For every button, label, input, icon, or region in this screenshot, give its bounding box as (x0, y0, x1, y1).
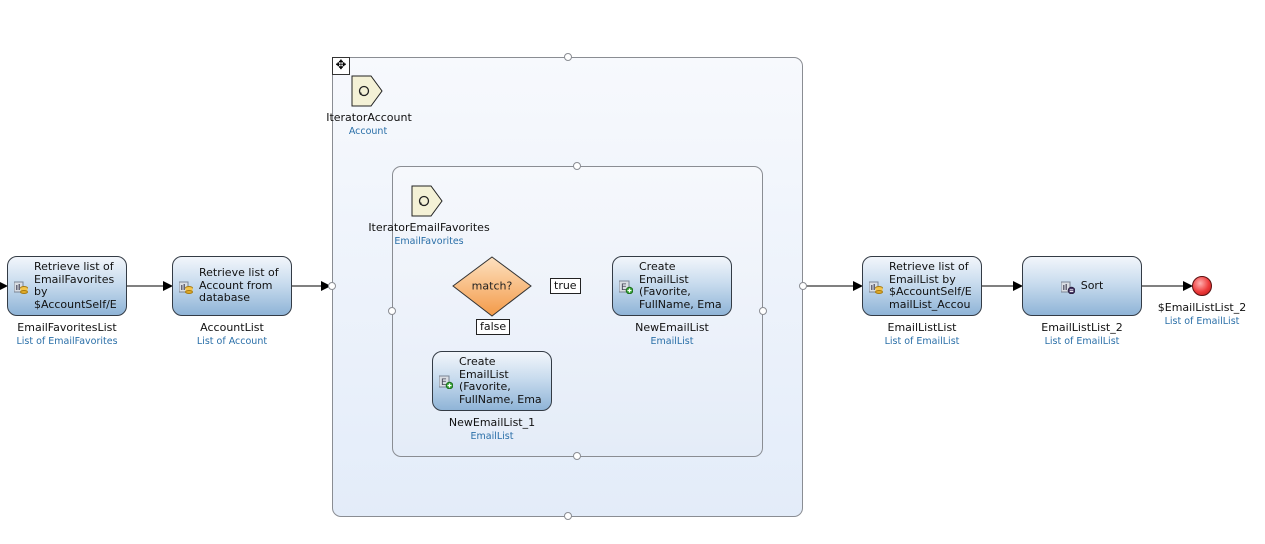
loop-port-bottom[interactable] (564, 512, 572, 520)
activity-retrieve-account[interactable]: Retrieve list of Account from database (172, 256, 292, 316)
activity-retrieve-emaillist[interactable]: Retrieve list of EmailList by $AccountSe… (862, 256, 982, 316)
svg-text:E: E (621, 283, 627, 293)
loop-variable-name: IteratorEmailFavorites (368, 221, 490, 234)
output-variable-type: List of EmailList (884, 336, 960, 347)
output-variable-type: EmailList (650, 336, 694, 347)
activity-create-emaillist[interactable]: E Create EmailList (Favorite, FullName, … (612, 256, 732, 316)
loop-variable-type: Account (348, 126, 388, 137)
output-variable-name: NewEmailList (635, 321, 709, 334)
decision-diamond[interactable] (451, 256, 533, 318)
decision-expression: match? (471, 279, 513, 293)
activity-create-emaillist-1[interactable]: E Create EmailList (Favorite, FullName, … (432, 351, 552, 411)
output-variable-name: AccountList (200, 321, 264, 334)
inner-loop-port-right[interactable] (759, 307, 767, 315)
retrieve-database-icon (13, 279, 28, 294)
output-variable-name: EmailFavoritesList (17, 321, 117, 334)
condition-true-label: true (550, 278, 581, 294)
end-event[interactable] (1192, 276, 1212, 296)
end-event-return-value: $EmailListList_2 (1157, 301, 1247, 314)
condition-false-label: false (476, 319, 511, 335)
output-variable-name: EmailListList_2 (1041, 321, 1123, 334)
activity-caption: Create EmailList (Favorite, FullName, Em… (639, 261, 722, 311)
list-operation-icon (1060, 279, 1076, 295)
iterator-icon (411, 185, 443, 217)
retrieve-database-icon (868, 279, 883, 294)
output-variable-type: List of Account (196, 336, 268, 347)
create-object-icon: E (618, 279, 634, 295)
inner-loop-port-bottom[interactable] (573, 452, 581, 460)
loop-port-left[interactable] (328, 282, 336, 290)
loop-port-top[interactable] (564, 53, 572, 61)
loop-port-right[interactable] (799, 282, 807, 290)
activity-caption: Retrieve list of EmailList by $AccountSe… (889, 261, 972, 311)
activity-caption: Create EmailList (Favorite, FullName, Em… (459, 356, 542, 406)
loop-variable-type: EmailFavorites (394, 236, 464, 247)
iterator-icon (351, 75, 383, 107)
output-variable-name: NewEmailList_1 (448, 416, 536, 429)
output-variable-type: List of EmailFavorites (16, 336, 118, 347)
end-event-return-type: List of EmailList (1164, 316, 1240, 327)
retrieve-database-icon (178, 279, 193, 294)
output-variable-type: EmailList (470, 431, 514, 442)
loop-variable-name: IteratorAccount (326, 111, 412, 124)
create-object-icon: E (438, 374, 454, 390)
activity-caption: Retrieve list of EmailFavorites by $Acco… (34, 261, 117, 311)
move-handle-icon[interactable]: ✥ (332, 57, 350, 75)
activity-retrieve-emailfavorites[interactable]: Retrieve list of EmailFavorites by $Acco… (7, 256, 127, 316)
activity-sort[interactable]: Sort (1022, 256, 1142, 316)
output-variable-type: List of EmailList (1044, 336, 1120, 347)
activity-caption: Sort (1080, 279, 1104, 292)
activity-caption: Retrieve list of Account from database (199, 267, 279, 305)
svg-text:E: E (441, 378, 447, 388)
output-variable-name: EmailListList (887, 321, 957, 334)
inner-loop-port-left[interactable] (388, 307, 396, 315)
inner-loop-port-top[interactable] (573, 162, 581, 170)
